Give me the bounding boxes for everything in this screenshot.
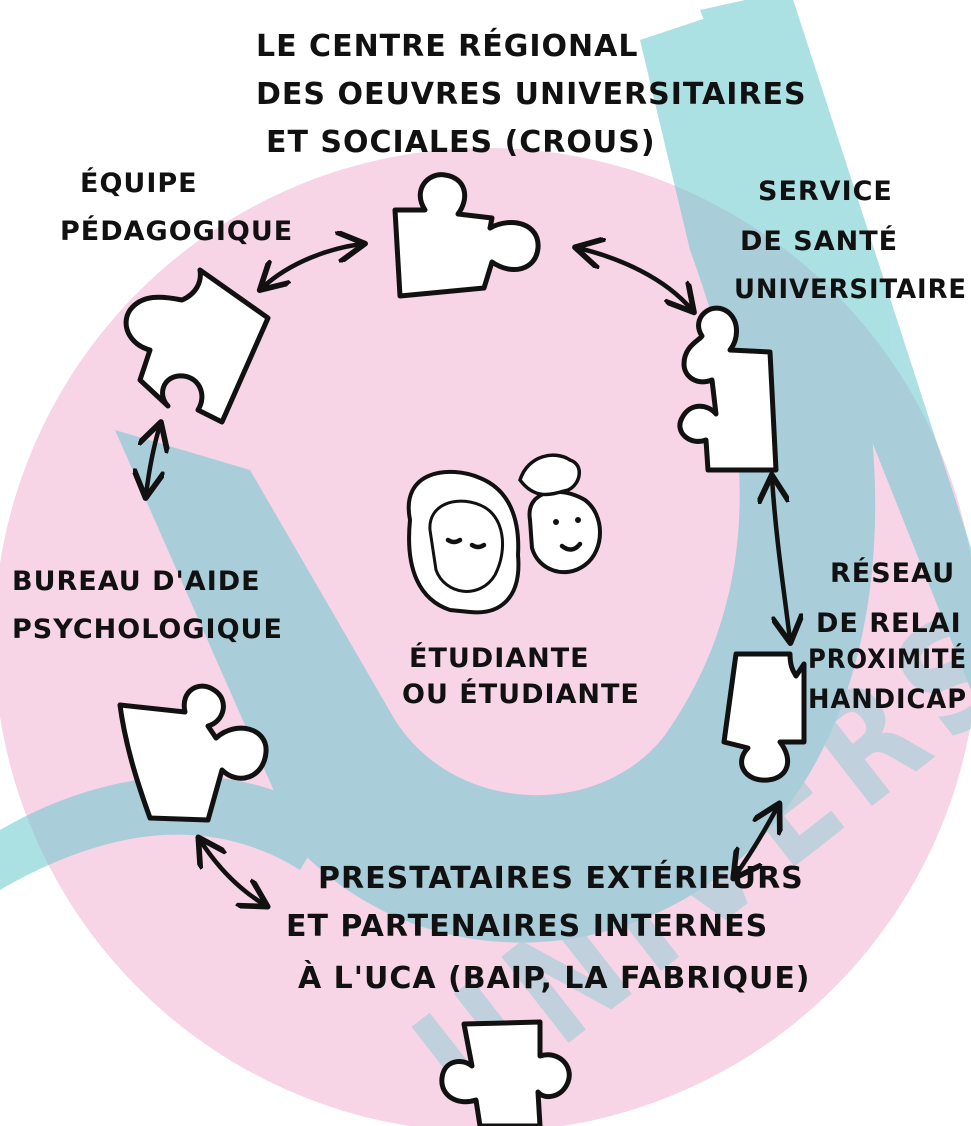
arrow-pedago-psy: [146, 425, 160, 495]
student-head-right: [527, 489, 602, 575]
student-eye: [575, 517, 581, 523]
puzzle-piece-psy-icon: [117, 683, 269, 823]
puzzle-piece-relai-icon: [721, 651, 807, 783]
label-psy-line-2: PSYCHOLOGIQUE: [12, 614, 283, 645]
label-sante: SERVICE DE SANTÉ UNIVERSITAIRE: [734, 176, 967, 305]
student-mouth: [559, 541, 583, 552]
label-presta-line-2: ET PARTENAIRES INTERNES: [286, 909, 768, 944]
arrow-psy-presta: [200, 840, 265, 905]
label-relai-line-4: HANDICAP: [808, 684, 967, 715]
watermark-band-right: [700, 0, 971, 690]
student-illustration: [406, 453, 602, 615]
label-crous-line-1: LE CENTRE RÉGIONAL: [256, 28, 639, 64]
label-sante-line-2: DE SANTÉ: [740, 225, 898, 257]
label-crous-line-2: DES OEUVRES UNIVERSITAIRES: [256, 77, 807, 112]
student-face-left: [428, 499, 505, 593]
student-left-eye: [445, 537, 463, 545]
arrow-crous-sante: [578, 248, 692, 310]
student-hair-right: [518, 453, 581, 497]
puzzle-piece-sante-icon: [677, 305, 779, 473]
arrow-sante-relai: [772, 478, 790, 640]
arrow-pedago-crous: [262, 244, 362, 288]
label-crous-line-3: ET SOCIALES (CROUS): [266, 125, 656, 160]
label-presta-line-3: À L'UCA (BAIP, LA FABRIQUE): [298, 960, 811, 996]
label-pedago-line-2: PÉDAGOGIQUE: [60, 215, 293, 247]
label-crous: LE CENTRE RÉGIONAL DES OEUVRES UNIVERSIT…: [256, 28, 807, 160]
label-psy-line-1: BUREAU D'AIDE: [12, 566, 261, 597]
puzzle-piece-pedago-icon: [123, 267, 271, 425]
student-right-eye: [469, 542, 487, 550]
label-presta-line-1: PRESTATAIRES EXTÉRIEURS: [318, 860, 804, 896]
connector-arrows: [146, 244, 790, 905]
label-sante-line-3: UNIVERSITAIRE: [734, 274, 967, 305]
center-label: ÉTUDIANTE OU ÉTUDIANTE: [402, 642, 640, 710]
student-eye: [553, 519, 559, 525]
arrow-relai-presta: [735, 806, 778, 876]
label-relai-line-1: RÉSEAU: [830, 557, 955, 589]
label-relai-line-3: PROXIMITÉ: [808, 643, 967, 675]
label-presta: PRESTATAIRES EXTÉRIEURS ET PARTENAIRES I…: [286, 860, 811, 996]
label-pedago-line-1: ÉQUIPE: [80, 167, 198, 199]
label-pedago: ÉQUIPE PÉDAGOGIQUE: [60, 167, 293, 247]
puzzle-piece-presta-icon: [439, 1019, 572, 1126]
center-label-line-1: ÉTUDIANTE: [409, 642, 590, 674]
center-label-line-2: OU ÉTUDIANTE: [402, 678, 640, 710]
label-relai: RÉSEAU DE RELAI PROXIMITÉ HANDICAP: [808, 557, 967, 715]
puzzle-piece-crous-icon: [392, 172, 541, 299]
watermark-arc-left: [0, 776, 330, 890]
label-psy: BUREAU D'AIDE PSYCHOLOGIQUE: [12, 566, 283, 645]
label-sante-line-1: SERVICE: [758, 176, 893, 207]
watermark-u-shape: [115, 0, 876, 943]
label-relai-line-2: DE RELAI: [816, 608, 962, 639]
